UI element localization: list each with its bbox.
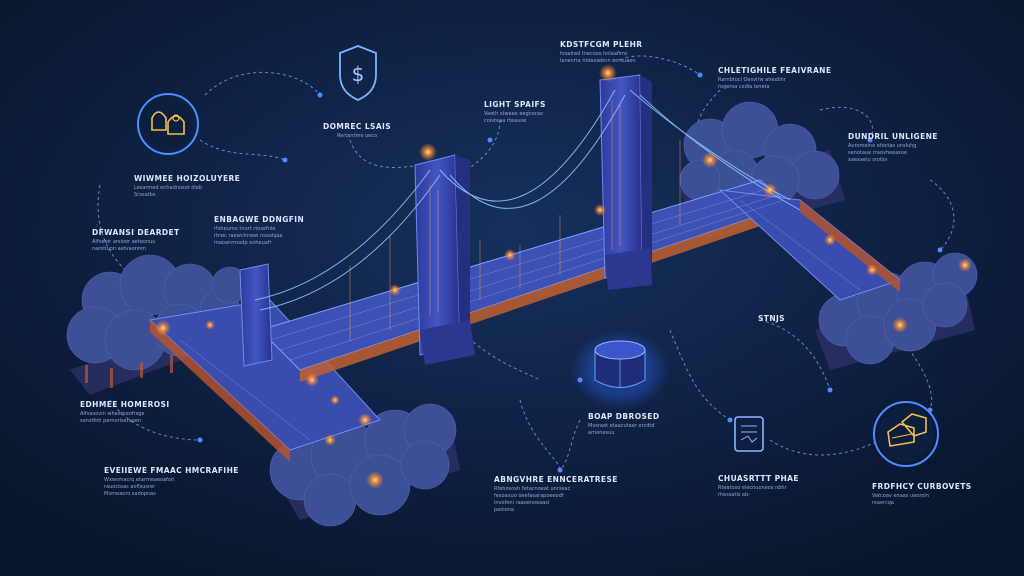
label-title: DUNDRIL UNLIGENE: [848, 132, 938, 141]
label-light-spaifs: LIGHT SPAIFS Vaeth stwaee eegnorao coivt…: [484, 100, 546, 125]
label-desc: Auromelne efoctas unsluhg senotaue rraov…: [848, 143, 917, 163]
bridge-cables: [254, 89, 801, 311]
label-left-upper: WIWMEE HOIZOLUYERE Lesarmed enhadnosot d…: [134, 174, 240, 199]
bags-icon: [137, 93, 199, 155]
label-title: LIGHT SPAIFS: [484, 100, 546, 109]
label-bottom-left: EVEIIEWE FMAAC HMCRAFIHE Wxwsmacro etarm…: [104, 466, 239, 498]
bridge-tower-left-small: [239, 263, 273, 367]
svg-text:$: $: [352, 62, 365, 86]
bridge-tower-back: [599, 74, 652, 290]
document-icon: [734, 416, 764, 452]
label-shield: DOMREC LSAIS Rertantme ueco: [322, 122, 392, 140]
node-dots: [197, 72, 943, 473]
label-top-center: KDSTFCGM PLEHR fosalrad tnecoos hnlaafim…: [560, 40, 642, 65]
label-desc: Rarnbtoci Oesvlrw ahexbhr rogeroa cxdla …: [718, 77, 786, 90]
label-desc: Wxwsmacro etarmeaeoafoit rauoctoas aofls…: [104, 477, 175, 497]
database-icon: [570, 330, 670, 410]
label-title: BOAP DBROSED: [588, 412, 660, 421]
bridge-tower-front: [414, 154, 475, 365]
label-desc: Vatcoav enaas ueoroln rxaercqa: [872, 493, 929, 506]
label-right-upper: DUNDRIL UNLIGENE Auromelne efoctas unslu…: [848, 132, 938, 164]
label-desc: Vaeth stwaee eegnorao coivteaa rteauoe: [484, 111, 544, 124]
label-right-small: STNJS: [758, 314, 785, 323]
bridge-lights: [155, 64, 972, 489]
hanger-lines: [349, 100, 681, 342]
label-title: ABNGVHRE ENNCERATRESE: [494, 475, 618, 484]
label-desc: Lesarmed enhadnosot dleb Srxsatbs: [134, 185, 203, 198]
label-left-mid-a: ENBAGWE DDNGFIN rfsheumo tnurt rtosefnle…: [214, 215, 304, 247]
label-left-low: EDHMEE HOMEROSI Alfvasovin wheemeofrsge …: [80, 400, 170, 425]
label-desc: Mvsraot etaacutaer orcdtd arnenesuu: [588, 423, 655, 436]
label-desc: Rfehosovh fetacnoeat unrseac fesoaxuo oe…: [494, 486, 571, 513]
label-title: DFWANSI DEARDET: [92, 228, 180, 237]
label-bottom-right: FRDFHCY CURBOVETS Vatcoav enaas ueoroln …: [872, 482, 972, 507]
label-title: CHLETIGHILE FEAIVRANE: [718, 66, 832, 75]
label-database: BOAP DBROSED Mvsraot etaacutaer orcdtd a…: [588, 412, 659, 437]
coins-icon: [873, 401, 939, 467]
label-title: STNJS: [758, 314, 785, 323]
label-left-mid-b: DFWANSI DEARDET Alfoeeir arsloor aeteonu…: [92, 228, 180, 253]
label-title: CHUASRTTT PHAE: [718, 474, 799, 483]
label-title: ENBAGWE DDNGFIN: [214, 215, 305, 224]
label-title: EDHMEE HOMEROSI: [80, 400, 170, 409]
label-title: FRDFHCY CURBOVETS: [872, 482, 972, 491]
connector-lines: [97, 55, 955, 501]
label-document: CHUASRTTT PHAE Rteatoso elecnuoneos nbhr…: [718, 474, 799, 499]
label-title: DOMREC LSAIS: [322, 122, 392, 131]
label-desc: fosalrad tnecoos hnlaafimc lanevrra ntda…: [560, 51, 636, 64]
tree-cluster-bottom: [269, 403, 460, 527]
label-desc: Rertantme ueco: [336, 133, 378, 139]
label-top-right: CHLETIGHILE FEAIVRANE Rarnbtoci Oesvlrw …: [718, 66, 831, 91]
label-desc: Alfvasovin wheemeofrsge sonstfoti pernor…: [80, 411, 145, 424]
shield-dollar-icon: $: [339, 45, 377, 101]
label-title: WIWMEE HOIZOLUYERE: [134, 174, 241, 183]
label-title: KDSTFCGM PLEHR: [560, 40, 643, 49]
label-desc: rfsheumo tnurt rtosefnle rtrwc raewchnwe…: [214, 226, 283, 246]
label-title: EVEIIEWE FMAAC HMCRAFIHE: [104, 466, 239, 475]
label-desc: Alfoeeir arsloor aeteonuu naroltuon aetv…: [92, 239, 156, 252]
label-desc: Rteatoso elecnuoneos nbhr rhessatls ab-: [718, 485, 787, 498]
label-bottom-center-left: ABNGVHRE ENNCERATRESE Rfehosovh fetacnoe…: [494, 475, 618, 514]
